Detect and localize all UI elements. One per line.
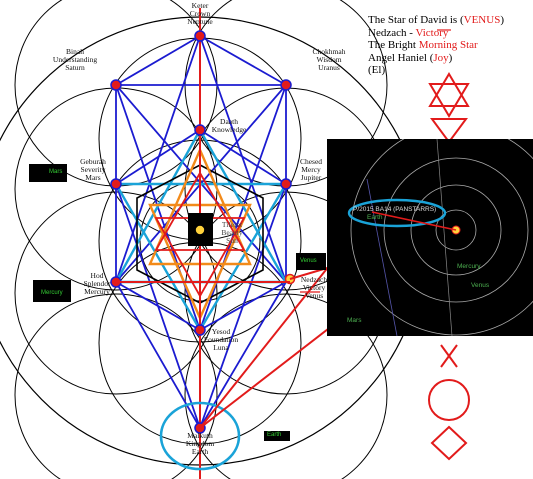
mini-mercury-label: Mercury <box>41 290 63 296</box>
orbit-photo: P/2015 BA14 (PANSTARRS) Earth Mercury Ve… <box>327 139 533 336</box>
mini-venus-label: Venus <box>300 258 317 264</box>
red-underlines <box>300 29 451 293</box>
x-cross-b <box>440 344 458 368</box>
photo-earth-label: Earth <box>367 214 383 221</box>
nodes <box>110 30 296 434</box>
label-keter: Keter Crown Neptune <box>187 1 213 26</box>
mini-mars-label: Mars <box>49 169 63 175</box>
hexagram-down <box>428 83 470 118</box>
label-daath: Daath Knowledge <box>211 117 247 134</box>
label-nedzach: Nedzach Victory Venus <box>300 275 328 300</box>
label-hod: Hod Splendor Mercury <box>83 271 111 296</box>
orbit-svg <box>347 139 533 336</box>
label-tifereth: Tiferet Beauty Sun <box>221 220 243 245</box>
label-binah: Binah Understanding Saturn <box>52 47 98 72</box>
sun-dot <box>195 225 205 235</box>
circle-symbol <box>428 379 470 421</box>
label-geburah: Geburah Severity Mars <box>80 157 106 182</box>
mini-earth-label: Earth <box>267 432 282 438</box>
comet-label: P/2015 BA14 (PANSTARRS) <box>353 206 437 213</box>
mini-mars-box: Mars <box>29 164 67 182</box>
mini-venus-box: Venus <box>296 253 326 270</box>
hexagram-up <box>428 72 470 107</box>
legend-line-1: The Star of David is (VENUS) <box>368 14 504 26</box>
legend-line-2: Nedzach - Victory <box>368 26 449 39</box>
legend-line-5: (El) <box>368 64 386 76</box>
photo-mercury-label: Mercury <box>457 263 481 270</box>
malkuth-oval <box>159 401 241 471</box>
legend: The Star of David is (VENUS) Nedzach - V… <box>368 14 533 77</box>
water-triangle <box>430 118 468 144</box>
legend-line-3: The Bright Morning Star <box>368 39 478 51</box>
mini-earth-box: Earth <box>264 431 290 441</box>
diamond-symbol <box>430 425 468 461</box>
right-symbols <box>428 72 470 461</box>
label-chokhmah: Chokhmah Wisdom Uranus <box>312 47 346 72</box>
label-malkuth: Malkuth Kingdom Earth <box>185 431 215 456</box>
photo-mars-label: Mars <box>347 317 362 324</box>
label-chesed: Chesed Mercy Jupiter <box>299 157 323 182</box>
mini-mercury-box: Mercury <box>33 280 71 302</box>
legend-line-4: Angel Haniel (Joy) <box>368 51 453 64</box>
photo-venus-label: Venus <box>471 282 490 289</box>
label-yesod: Yesod Foundation Luna <box>203 327 239 352</box>
